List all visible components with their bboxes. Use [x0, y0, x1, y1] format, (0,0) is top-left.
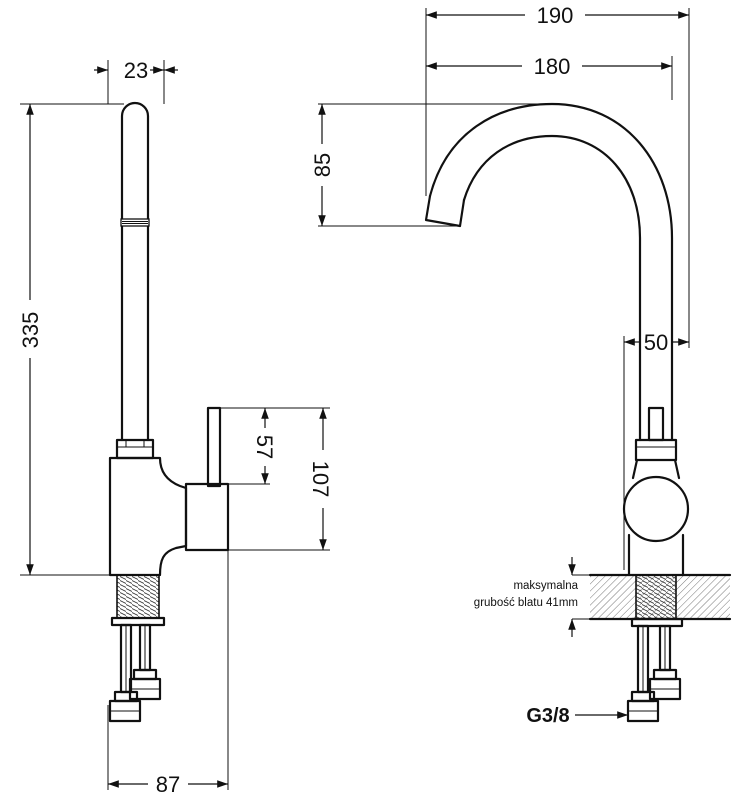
dimension-label-57: 57: [252, 435, 277, 459]
dimension-label-190: 190: [537, 3, 574, 28]
side-view: 23 335 57 107 87: [18, 58, 333, 797]
dimension-label-335: 335: [18, 312, 43, 349]
dimension-label-107: 107: [308, 461, 333, 498]
dimension-85: 85: [310, 104, 335, 226]
connector-label: G3/8: [526, 705, 569, 727]
max-countertop-note: maksymalna grubość blatu 41mm: [474, 580, 579, 609]
front-view: 190 180 85 50 maksymalna grubość b: [310, 3, 732, 727]
dimension-label-23: 23: [124, 58, 148, 83]
dimension-label-180: 180: [534, 54, 571, 79]
dimension-107: 107: [308, 408, 333, 550]
dimension-190: 190: [426, 3, 689, 28]
note-line-1: maksymalna: [513, 580, 578, 592]
note-line-2: grubość blatu 41mm: [474, 597, 578, 609]
faucet-side-outline: [108, 101, 230, 723]
dimension-57: 57: [252, 408, 277, 484]
dimension-87: 87: [108, 772, 228, 797]
dimension-23: 23: [94, 58, 178, 83]
dimension-label-87: 87: [156, 772, 180, 797]
connector-callout: G3/8: [526, 705, 628, 727]
dimension-label-85: 85: [310, 153, 335, 177]
dimension-50: 50: [624, 330, 689, 355]
dimension-180: 180: [426, 54, 672, 79]
dimension-label-50: 50: [644, 330, 668, 355]
dimension-335: 335: [18, 104, 43, 575]
faucet-front-outline: [424, 102, 690, 723]
